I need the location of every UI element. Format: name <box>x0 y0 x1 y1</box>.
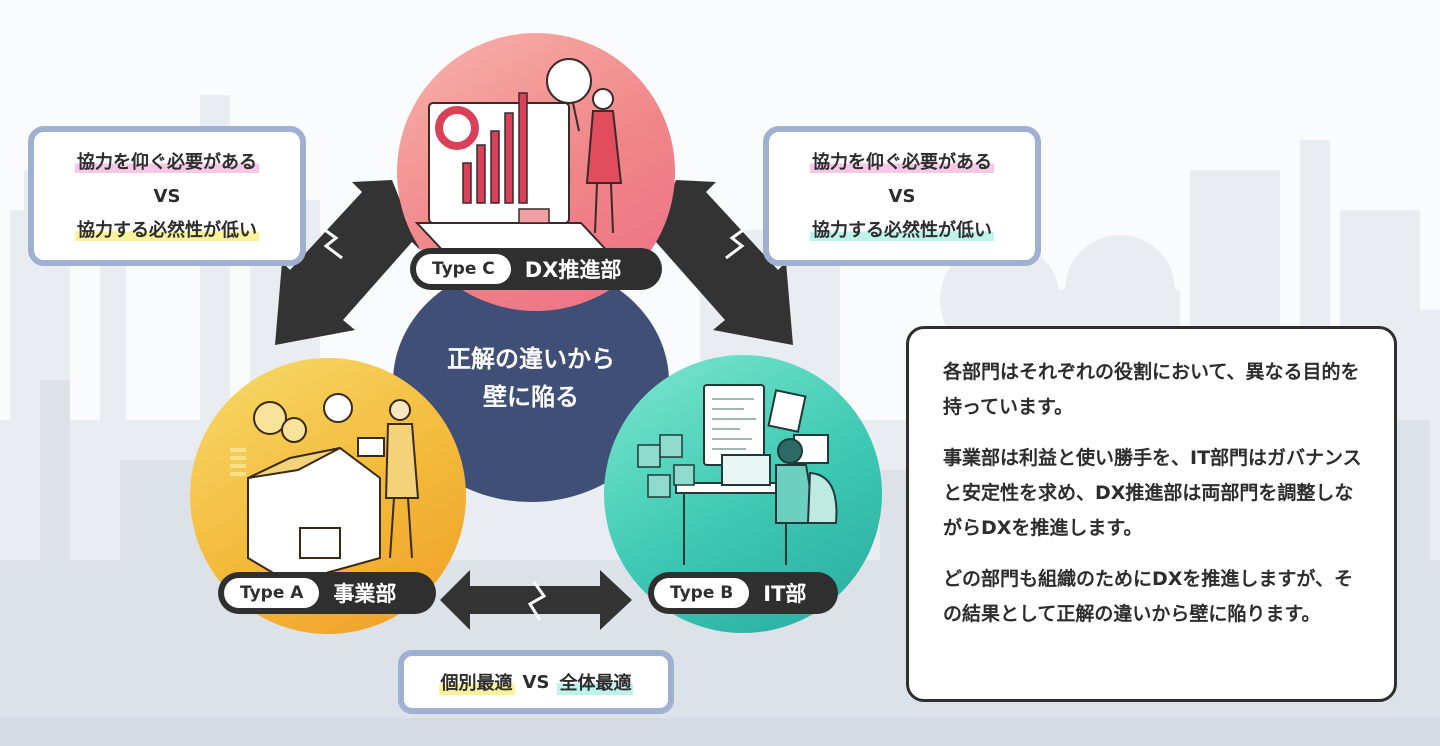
right-conflict-bottom: 協力する必然性が低い <box>810 220 994 241</box>
left-conflict-top: 協力を仰ぐ必要がある <box>75 152 259 173</box>
type-a-dept-name: 事業部 <box>333 582 397 606</box>
center-line-2: 壁に陥る <box>483 383 579 411</box>
bottom-conflict-left: 個別最適 <box>438 669 515 695</box>
it-engineer-desk-illustration <box>637 384 838 565</box>
type-c-tag: Type C <box>416 254 511 284</box>
factory-worker-illustration <box>230 393 420 585</box>
type-c-dept-name: DX推進部 <box>524 258 622 282</box>
laptop-analytics-illustration <box>414 58 623 256</box>
bottom-conflict-vs: VS <box>522 671 550 693</box>
description-box: 各部門はそれぞれの役割において、異なる目的を持っています。 事業部は利益と使い勝… <box>906 326 1397 702</box>
bottom-conflict-right: 全体最適 <box>557 669 634 695</box>
lightning-crack-right <box>725 226 747 260</box>
right-conflict-box: 協力を仰ぐ必要がある VS 協力する必然性が低い <box>763 126 1041 266</box>
left-conflict-vs: VS <box>153 186 181 207</box>
center-message: 正解の違いから 壁に陥る <box>413 340 649 416</box>
type-b-tag: Type B <box>654 578 750 608</box>
lightning-crack-bottom <box>527 581 547 621</box>
right-conflict-top: 協力を仰ぐ必要がある <box>810 152 994 173</box>
type-b-dept-name: IT部 <box>763 582 807 606</box>
type-b-label-pill: Type B IT部 <box>648 572 838 614</box>
left-conflict-box: 協力を仰ぐ必要がある VS 協力する必然性が低い <box>28 126 306 266</box>
description-paragraph-3: どの部門も組織のためにDXを推進しますが、その結果として正解の違いから壁に陥りま… <box>943 568 1354 625</box>
right-conflict-vs: VS <box>888 186 916 207</box>
description-paragraph-1: 各部門はそれぞれの役割において、異なる目的を持っています。 <box>943 361 1360 418</box>
description-paragraph-2: 事業部は利益と使い勝手を、IT部門はガバナンスと安定性を求め、DX推進部は両部門… <box>943 447 1362 539</box>
arrow-c-a <box>275 180 420 345</box>
type-a-tag: Type A <box>224 578 320 608</box>
lightning-crack-left <box>321 226 343 260</box>
type-c-label-pill: Type C DX推進部 <box>410 248 662 290</box>
type-a-label-pill: Type A 事業部 <box>218 572 436 614</box>
arrow-c-b <box>648 180 793 345</box>
center-line-1: 正解の違いから <box>447 345 615 373</box>
bottom-conflict-box: 個別最適 VS 全体最適 <box>398 650 674 714</box>
left-conflict-bottom: 協力する必然性が低い <box>75 220 259 241</box>
